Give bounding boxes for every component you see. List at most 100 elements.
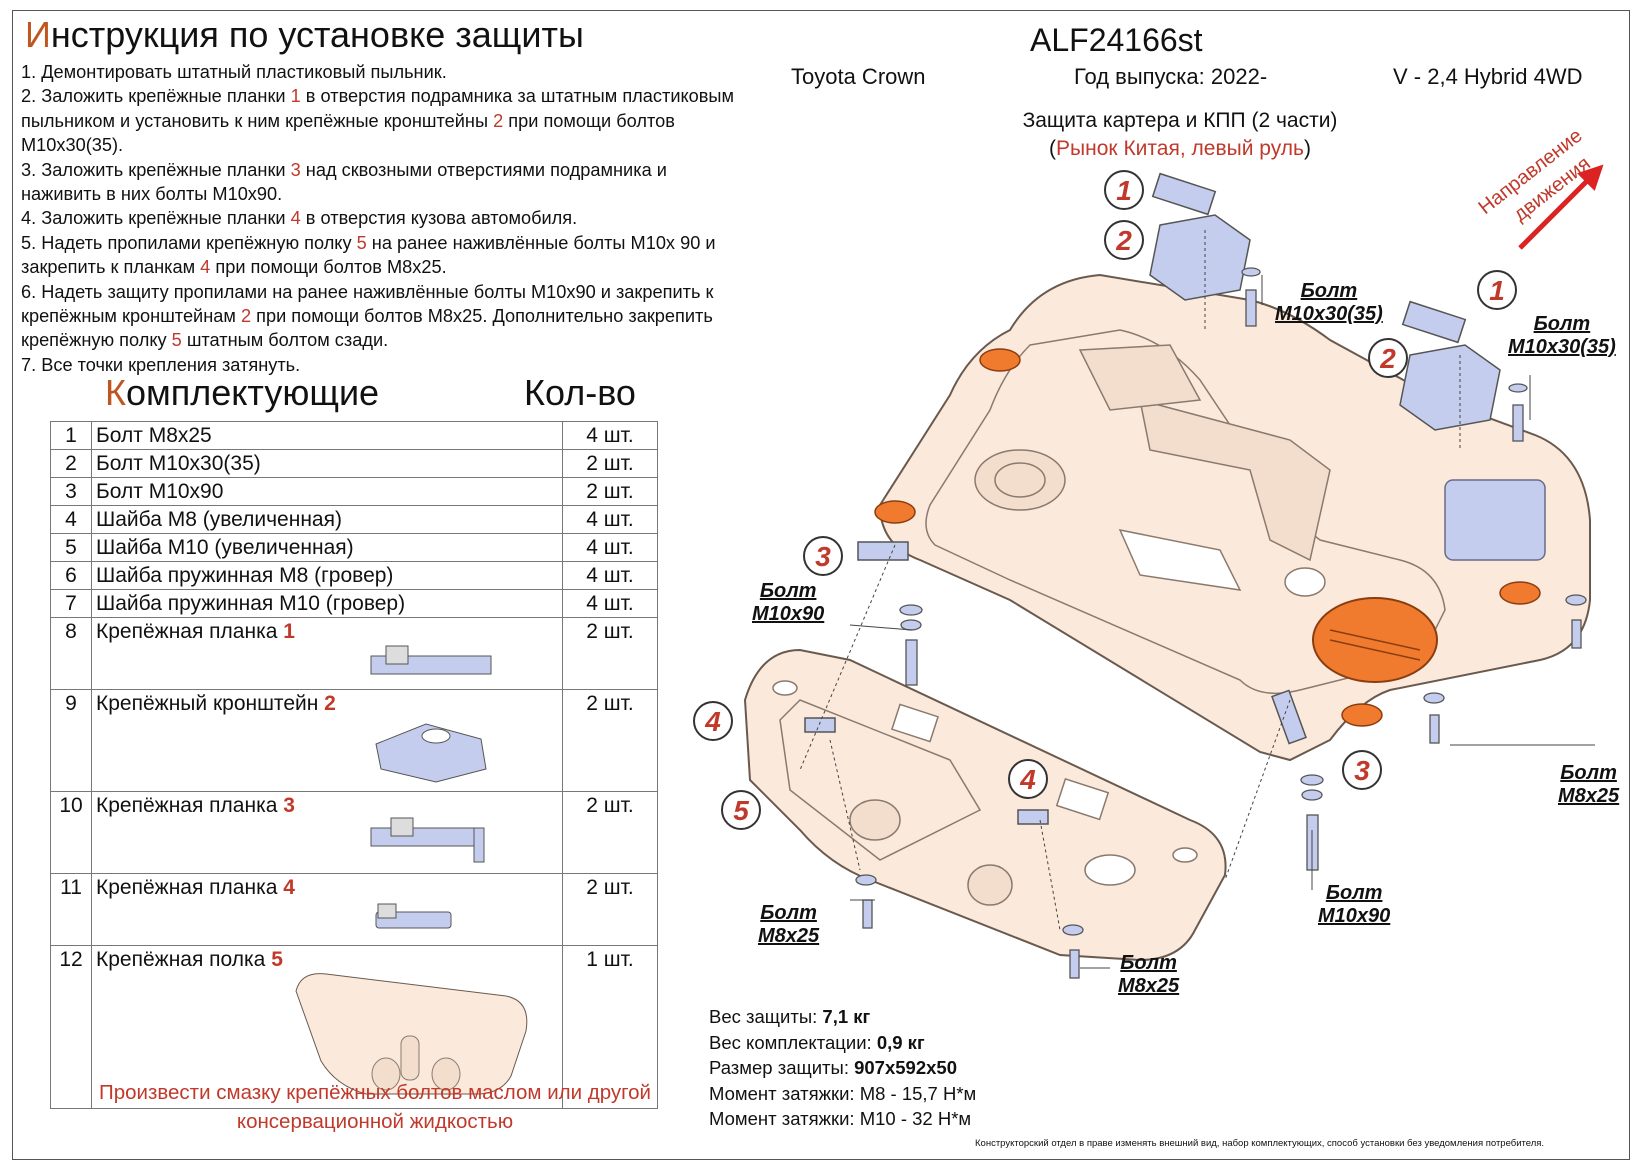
callout-number: 4 <box>704 706 721 737</box>
spec-line: Момент затяжки: М10 - 32 Н*м <box>709 1106 976 1132</box>
bolt <box>1571 619 1582 649</box>
callout-number: 3 <box>815 541 831 572</box>
quantity: 4 шт. <box>562 561 658 590</box>
bracket-set-left <box>804 172 1501 825</box>
bolt <box>905 639 918 686</box>
callout-1: 1 <box>1477 270 1517 310</box>
part-name: Шайба М8 (увеличенная) <box>96 508 342 531</box>
logo-badge <box>1499 581 1541 605</box>
instruction-text: в отверстия подрамника за штатным пласти… <box>21 86 734 131</box>
installation-instructions: 1. Демонтировать штатный пластиковый пыл… <box>21 60 751 377</box>
instruction-text: 3. Заложить крепёжные планки <box>21 159 291 180</box>
part-thumbnail <box>366 642 558 688</box>
instruction-text: 4. Заложить крепёжные планки <box>21 208 291 229</box>
part-thumbnail <box>366 714 558 790</box>
spec-label: Вес комплектации: <box>709 1031 877 1053</box>
callout-1: 1 <box>1104 170 1144 210</box>
callout-number: 2 <box>1379 343 1396 374</box>
callout-3: 3 <box>1342 750 1382 790</box>
part-name-cell: Крепёжная полка 5 <box>91 945 563 1109</box>
part-ref: 2 <box>493 110 504 131</box>
spec-line: Момент затяжки: М8 - 15,7 Н*м <box>709 1081 976 1107</box>
bolt <box>862 899 873 929</box>
instruction-step: 1. Демонтировать штатный пластиковый пыл… <box>21 60 751 84</box>
bolt <box>1245 289 1257 327</box>
part-name-cell: Крепёжная планка 1 <box>91 617 563 690</box>
logo-badge <box>874 500 916 524</box>
instruction-step: 2. Заложить крепёжные планки 1 в отверст… <box>21 84 751 157</box>
part-name-cell: Шайба пружинная М10 (гровер) <box>91 589 563 618</box>
callout-4: 4 <box>693 701 733 741</box>
instruction-step: 6. Надеть защиту пропилами на ранее нажи… <box>21 280 751 353</box>
quantity: 2 шт. <box>562 449 658 478</box>
part-name: Крепёжная планка <box>96 876 284 899</box>
part-name-cell: Шайба пружинная М8 (гровер) <box>91 561 563 590</box>
instruction-step: 7. Все точки крепления затянуть. <box>21 353 751 377</box>
spec-line: Вес защиты: 7,1 кг <box>709 1004 976 1030</box>
part-name: Крепёжный кронштейн <box>96 692 325 715</box>
part-ref: 3 <box>290 159 301 180</box>
logo-badge <box>1341 703 1383 727</box>
part-ref: 1 <box>283 620 295 643</box>
logo-badge <box>979 348 1021 372</box>
instruction-step: 4. Заложить крепёжные планки 4 в отверст… <box>21 206 751 230</box>
quantity: 2 шт. <box>562 873 658 946</box>
spec-label: Момент затяжки: <box>709 1108 860 1129</box>
row-number: 6 <box>50 561 92 590</box>
instruction-text: 5. Надеть пропилами крепёжную полку <box>21 232 357 253</box>
quantity: 2 шт. <box>562 617 658 690</box>
spec-value: М8 - 15,7 Н*м <box>859 1082 977 1104</box>
part-ref: 1 <box>290 86 301 107</box>
part-name: Крепёжная полка <box>96 948 272 971</box>
callout-3: 3 <box>803 536 843 576</box>
spec-label: Размер защиты: <box>709 1057 855 1078</box>
parts-header: Комплектующие <box>105 372 380 413</box>
instruction-text: 1. Демонтировать штатный пластиковый пыл… <box>21 62 447 82</box>
part-ref: 2 <box>324 692 336 715</box>
part-name: Шайба пружинная М8 (гровер) <box>96 564 394 587</box>
quantity: 4 шт. <box>562 533 658 562</box>
spec-value: 907х592х50 <box>854 1057 957 1078</box>
assembly-lines <box>799 230 1461 931</box>
part-ref: 5 <box>271 948 283 971</box>
instruction-text: на ранее наживлённые болты М10х 90 и зак… <box>21 232 716 278</box>
part-name: Шайба М10 (увеличенная) <box>96 536 354 559</box>
spec-label: Вес защиты: <box>709 1006 823 1027</box>
direction-arrow: Направление движения <box>1475 125 1604 250</box>
callout-number: 3 <box>1354 755 1370 786</box>
spec-value: М10 - 32 Н*м <box>859 1108 972 1129</box>
instruction-text: при помощи болтов М8х25. <box>210 257 447 278</box>
instruction-text: при помощи болтов М10х30(35). <box>21 110 675 156</box>
spec-line: Вес комплектации: 0,9 кг <box>709 1030 976 1056</box>
part-thumbnail <box>286 966 558 1107</box>
part-ref: 5 <box>356 232 367 253</box>
row-number: 11 <box>50 873 92 946</box>
bolt <box>1069 949 1080 979</box>
disclaimer: Конструкторский отдел в праве изменять в… <box>975 1138 1545 1149</box>
spec-label: Момент затяжки: <box>709 1082 860 1104</box>
part-ref: 3 <box>283 794 295 817</box>
part-name-cell: Шайба М10 (увеличенная) <box>91 533 563 562</box>
instruction-text: 2. Заложить крепёжные планки <box>21 86 291 107</box>
part-ref: 4 <box>283 876 295 899</box>
part-name-cell: Болт М8х25 <box>91 421 563 450</box>
part-name: Шайба пружинная М10 (гровер) <box>96 592 406 615</box>
part-name: Крепёжная планка <box>96 620 284 643</box>
quantity: 2 шт. <box>562 791 658 874</box>
part-name: Болт М10х90 <box>96 480 224 503</box>
quantity: 4 шт. <box>562 589 658 618</box>
spec-value: 7,1 кг <box>822 1006 871 1027</box>
protection-subtitle: Защита картера и КПП (2 части) (Рынок Ки… <box>1022 109 1338 160</box>
instruction-text: над сквозными отверстиями подрамника и н… <box>21 159 667 205</box>
page-title: Инструкция по установке защиты <box>25 14 584 55</box>
